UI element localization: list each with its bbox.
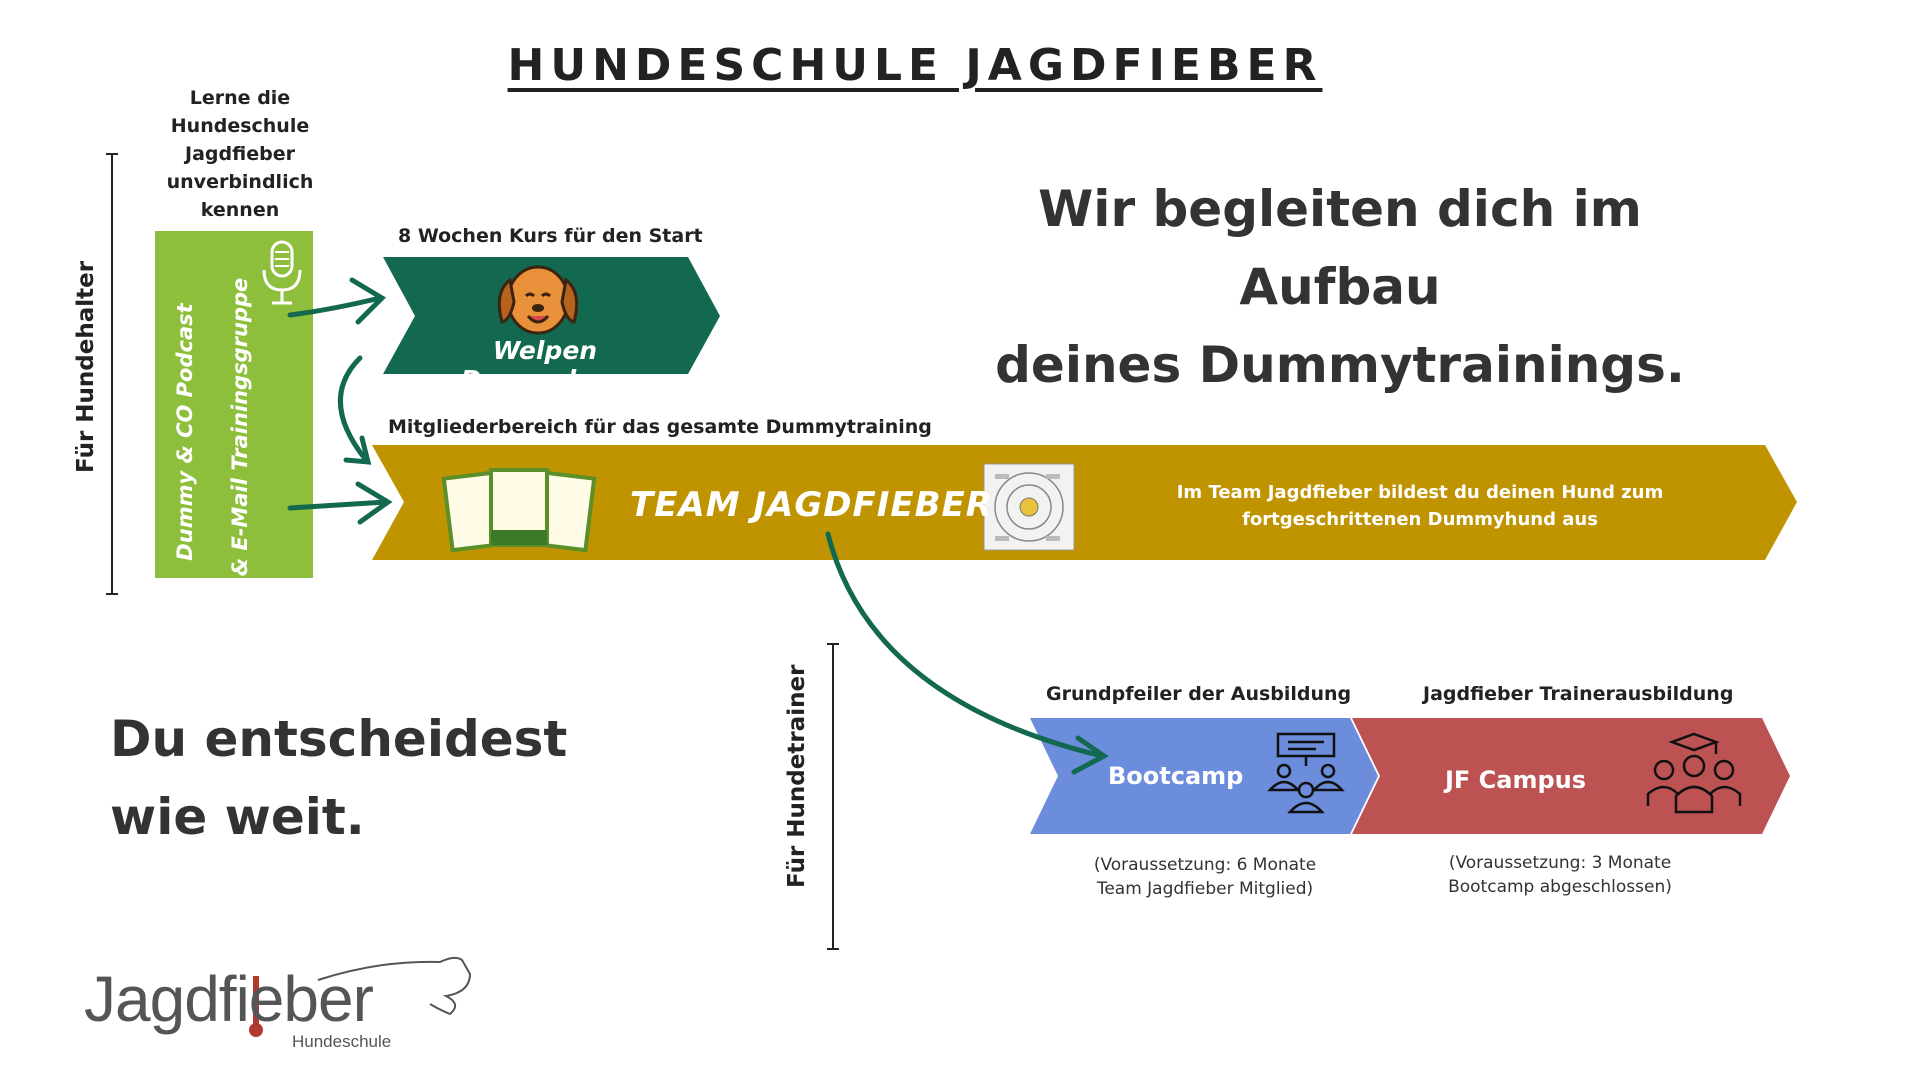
headline-line1: Wir begleiten dich im Aufbau — [1038, 180, 1642, 316]
campus-label: JF Campus — [1445, 766, 1587, 794]
headline: Wir begleiten dich im Aufbau deines Dumm… — [930, 170, 1750, 404]
microphone-icon — [260, 240, 304, 310]
campus-note-line2: Bootcamp abgeschlossen) — [1448, 877, 1672, 897]
decide-text: Du entscheidest wie weit. — [110, 700, 567, 856]
team-description-line2: fortgeschrittenen Dummyhund aus — [1242, 509, 1598, 530]
decide-line2: wie weit. — [110, 788, 365, 846]
bootcamp-caption: Grundpfeiler der Ausbildung — [1046, 683, 1352, 705]
headline-line2: deines Dummytrainings. — [995, 336, 1685, 394]
bootcamp-arrow[interactable] — [1030, 718, 1378, 834]
bootcamp-note-line1: (Voraussetzung: 6 Monate — [1093, 855, 1317, 875]
bootcamp-note-line2: Team Jagdfieber Mitglied) — [1096, 879, 1314, 899]
bootcamp-note: (Voraussetzung: 6 Monate Team Jagdfieber… — [1060, 853, 1350, 901]
presentation-group-icon — [1267, 732, 1345, 814]
team-description-line1: Im Team Jagdfieber bildest du deinen Hun… — [1176, 482, 1664, 503]
campus-arrow[interactable] — [1352, 718, 1790, 834]
bootcamp-label: Bootcamp — [1108, 762, 1244, 790]
team-caption: Mitgliederbereich für das gesamte Dummyt… — [388, 416, 932, 438]
campus-caption: Jagdfieber Trainerausbildung — [1423, 683, 1734, 705]
training-map-thumbnail — [983, 463, 1075, 551]
logo-wordmark: Jagdfieber — [84, 963, 374, 1035]
welpen-caption: 8 Wochen Kurs für den Start — [398, 225, 703, 247]
dog-icon — [497, 265, 579, 335]
page-title: HUNDESCHULE JAGDFIEBER — [507, 40, 1323, 91]
welpen-label: Welpen Dummykurs — [460, 336, 630, 394]
team-band[interactable] — [372, 445, 1797, 560]
connector-arrows — [287, 277, 1109, 775]
campus-note: (Voraussetzung: 3 Monate Bootcamp abgesc… — [1410, 851, 1710, 899]
intro-text: Lerne die Hundeschule Jagdfieber unverbi… — [166, 87, 314, 221]
campus-note-line1: (Voraussetzung: 3 Monate — [1448, 853, 1672, 873]
team-label: TEAM JAGDFIEBER — [630, 485, 993, 525]
hundehalter-bracket — [111, 155, 113, 595]
jagdfieber-logo — [249, 956, 472, 1037]
graduates-icon — [1646, 732, 1742, 814]
decide-line1: Du entscheidest — [110, 710, 568, 768]
hundetrainer-bracket — [832, 645, 834, 950]
logo-subtitle: Hundeschule — [292, 1032, 392, 1051]
books-icon — [441, 468, 597, 553]
